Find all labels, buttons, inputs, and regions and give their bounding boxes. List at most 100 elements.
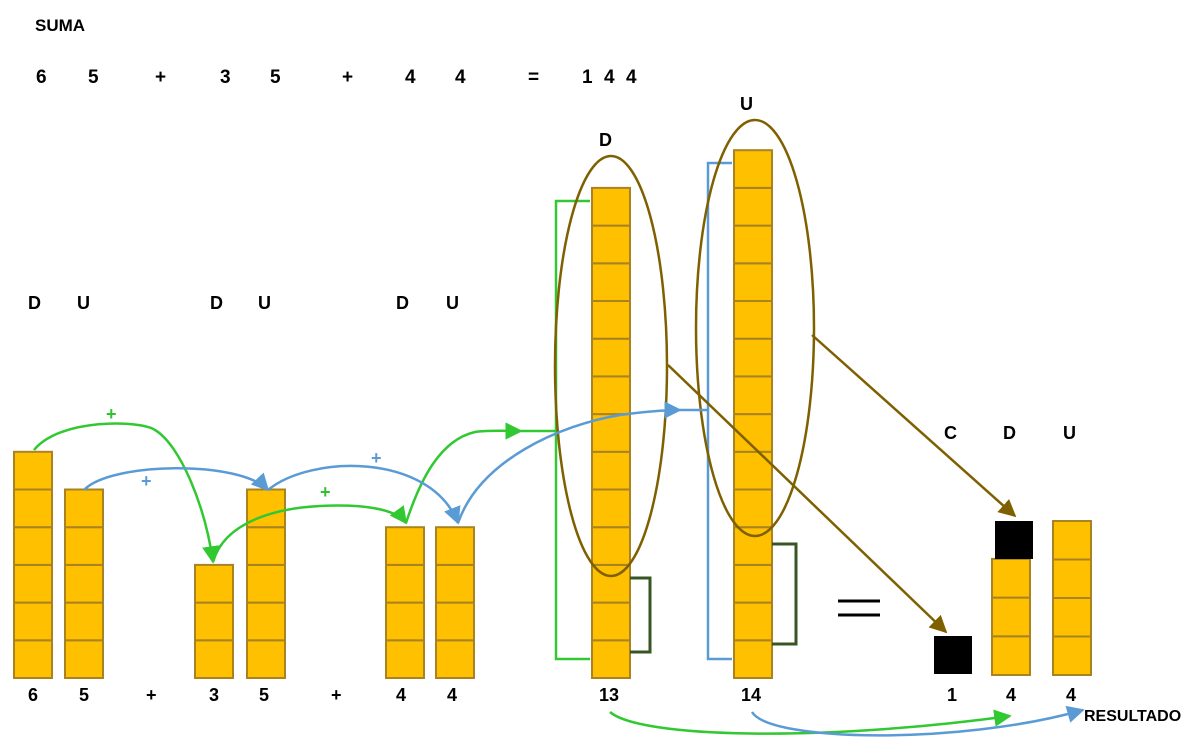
result-tens: 4 [1006, 685, 1016, 705]
unit-block [435, 639, 475, 679]
place-value-labels: D U D U D U [28, 293, 459, 313]
unit-block [733, 149, 773, 189]
units-label: U [446, 293, 459, 313]
units-arrow [267, 464, 461, 525]
units-label: U [1063, 423, 1076, 443]
tens-label: D [396, 293, 409, 313]
unit-block [1052, 597, 1092, 638]
bottom-digit: 5 [259, 685, 269, 705]
units-group-ellipse [694, 118, 816, 538]
unit-block [194, 639, 234, 679]
units-label: U [77, 293, 90, 313]
unit-block [733, 601, 773, 642]
unit-block [64, 563, 104, 604]
bottom-digit: 3 [209, 685, 219, 705]
unit-block [385, 639, 425, 679]
stack-three [194, 563, 234, 679]
unit-block [733, 262, 773, 302]
combined-tens-label: D [599, 130, 612, 150]
unit-block [733, 186, 773, 227]
eq-equals: = [528, 67, 539, 88]
unit-block [64, 526, 104, 566]
unit-block [591, 262, 631, 302]
unit-block [435, 563, 475, 604]
stack-thirteen [591, 186, 631, 679]
units-result-arrow [750, 705, 1085, 737]
unit-block [591, 300, 631, 340]
unit-block [591, 639, 631, 679]
unit-block [246, 639, 286, 679]
block-stacks [13, 149, 1092, 679]
eq-digit: 4 [604, 67, 615, 88]
title: SUMA [35, 16, 85, 35]
unit-block [13, 563, 53, 604]
unit-block [64, 601, 104, 642]
units-arrow [456, 401, 682, 524]
plus-sign: + [320, 482, 331, 502]
unit-block [13, 450, 53, 491]
result-label: RESULTADO [1084, 708, 1181, 725]
result-hundreds: 1 [947, 685, 957, 705]
bottom-digit: 4 [396, 685, 406, 705]
bottom-digit: 5 [79, 685, 89, 705]
result-tens-stack [991, 557, 1031, 676]
stack-six [13, 450, 53, 679]
stack-five [64, 488, 104, 679]
units-bracket [706, 161, 732, 661]
unit-block [385, 601, 425, 642]
eq-digit: 5 [270, 67, 281, 88]
stack-four [385, 526, 425, 679]
tens-group-ellipse [553, 154, 669, 578]
unit-block [64, 488, 104, 529]
unit-block [246, 563, 286, 604]
unit-block [246, 601, 286, 642]
unit-block [591, 337, 631, 378]
unit-block [194, 601, 234, 642]
eq-digit: 5 [88, 67, 99, 88]
eq-digit: 4 [405, 67, 416, 88]
unit-block [733, 224, 773, 265]
unit-block [435, 526, 475, 566]
tens-result-arrow [609, 709, 1012, 735]
unit-block [385, 526, 425, 566]
result-units: 4 [1066, 685, 1076, 705]
unit-block [733, 337, 773, 378]
unit-block [733, 450, 773, 491]
tens-label: D [1003, 423, 1016, 443]
eq-digit: 4 [455, 67, 466, 88]
hundreds-label: C [944, 423, 957, 443]
tens-label: D [28, 293, 41, 313]
stack-four [435, 526, 475, 679]
tens-arrow [404, 422, 523, 524]
equation: 6 5 + 3 5 + 4 4 = 1 4 4 [36, 67, 637, 88]
unit-block [591, 224, 631, 265]
unit-block [1052, 520, 1092, 561]
unit-block [733, 563, 773, 604]
eq-plus: + [155, 67, 166, 88]
carry-block [995, 521, 1033, 559]
tens-remainder-bracket [630, 576, 652, 654]
bottom-plus: + [146, 685, 157, 705]
stack-five [246, 488, 286, 679]
unit-block [591, 601, 631, 642]
units-remainder-bracket [772, 542, 798, 646]
unit-block [733, 639, 773, 679]
unit-block [733, 375, 773, 416]
unit-block [733, 300, 773, 340]
unit-block [1052, 635, 1092, 676]
unit-block [991, 596, 1031, 638]
unit-block [64, 639, 104, 679]
unit-block [435, 601, 475, 642]
unit-block [991, 557, 1031, 599]
unit-block [13, 488, 53, 529]
unit-block [991, 635, 1031, 676]
plus-sign: + [371, 448, 382, 468]
unit-block [591, 488, 631, 529]
unit-block [13, 639, 53, 679]
unit-block [194, 563, 234, 604]
result-units-stack [1052, 520, 1092, 676]
unit-block [13, 526, 53, 566]
equals-sign [838, 599, 880, 617]
bottom-sum-units: 14 [741, 685, 761, 705]
